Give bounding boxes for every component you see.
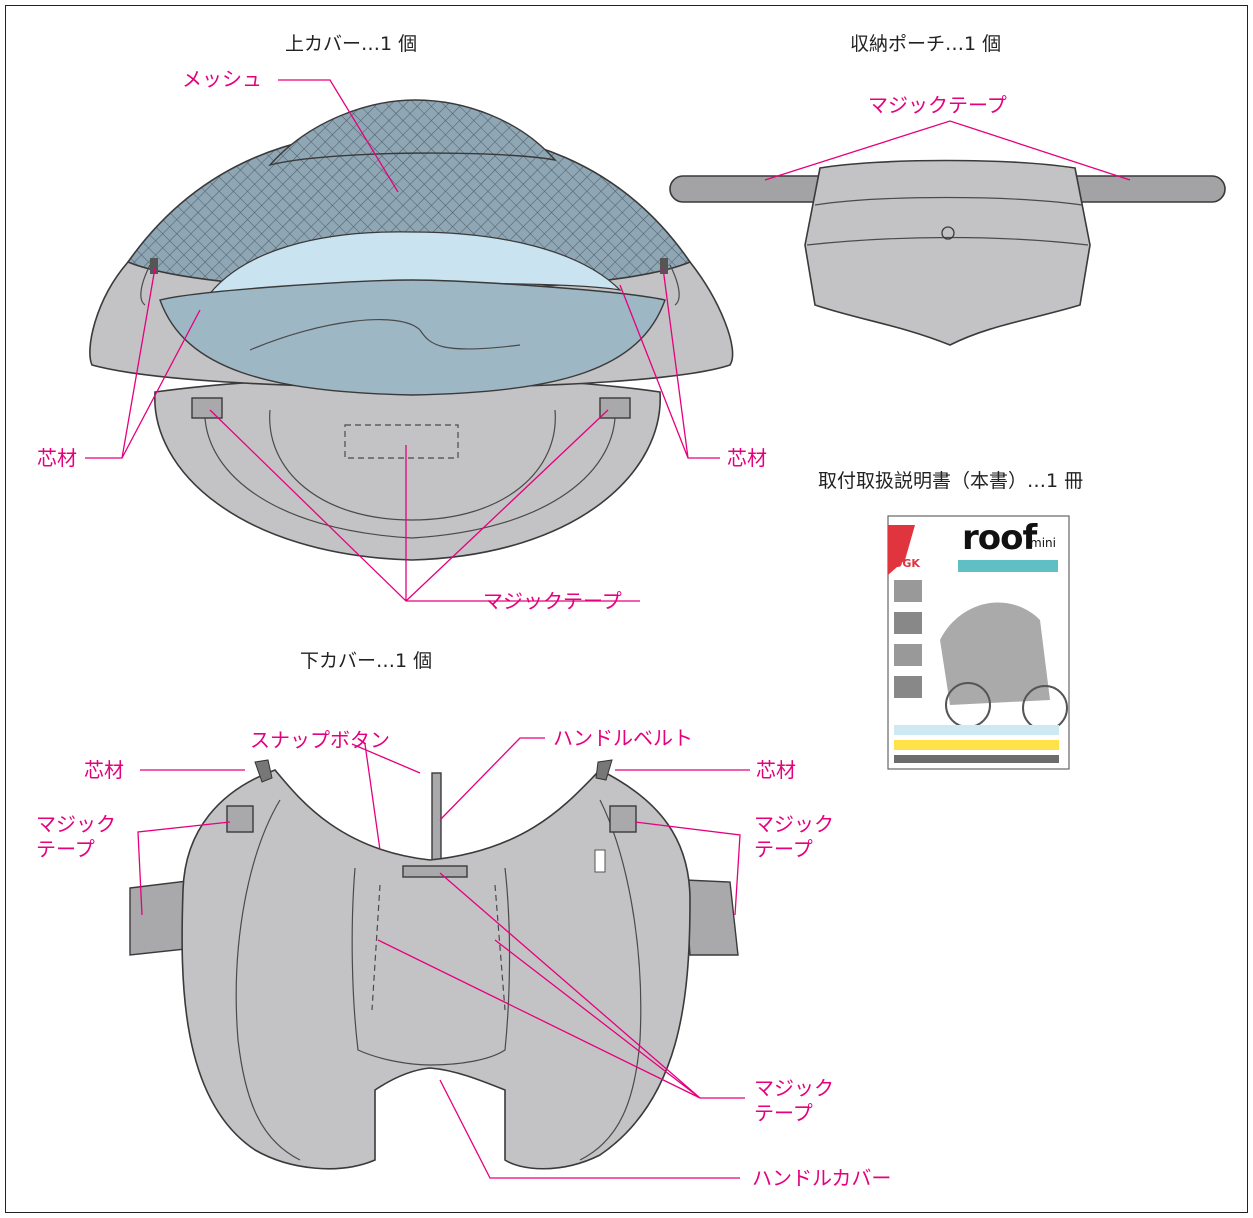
bottom-cover-illustration xyxy=(129,759,739,1170)
manual-cover-illustration xyxy=(887,515,1070,770)
manual-product-suffix: mini xyxy=(1030,536,1056,550)
pouch-illustration xyxy=(669,159,1226,346)
label-velcro-bottom-right: マジック テープ xyxy=(754,812,834,861)
label-core-bottom-right: 芯材 xyxy=(756,758,796,782)
top-cover-illustration xyxy=(89,99,734,561)
label-core-bottom-left: 芯材 xyxy=(84,758,124,782)
manual-product: roof xyxy=(962,518,1037,558)
label-velcro-top: マジックテープ xyxy=(483,589,622,613)
label-velcro-pouch: マジックテープ xyxy=(868,93,1007,117)
label-handle-belt: ハンドルベルト xyxy=(553,726,693,750)
leader-lines xyxy=(85,79,1131,1179)
label-velcro-bottom-center: マジック テープ xyxy=(754,1076,834,1125)
label-snap-button: スナップボタン xyxy=(250,728,390,752)
bottom-cover-title: 下カバー…1 個 xyxy=(300,650,433,672)
label-handle-cover: ハンドルカバー xyxy=(752,1166,892,1190)
label-mesh: メッシュ xyxy=(182,67,262,91)
manual-title: 取付取扱説明書（本書）…1 冊 xyxy=(818,470,1084,492)
top-cover-title: 上カバー…1 個 xyxy=(285,33,418,55)
label-velcro-bottom-left: マジック テープ xyxy=(36,812,116,861)
label-core-left: 芯材 xyxy=(37,446,77,470)
manual-brand: OGK xyxy=(893,557,920,570)
diagram-frame xyxy=(5,5,1248,1213)
pouch-title: 収納ポーチ…1 個 xyxy=(850,33,1002,55)
label-core-right: 芯材 xyxy=(727,446,767,470)
